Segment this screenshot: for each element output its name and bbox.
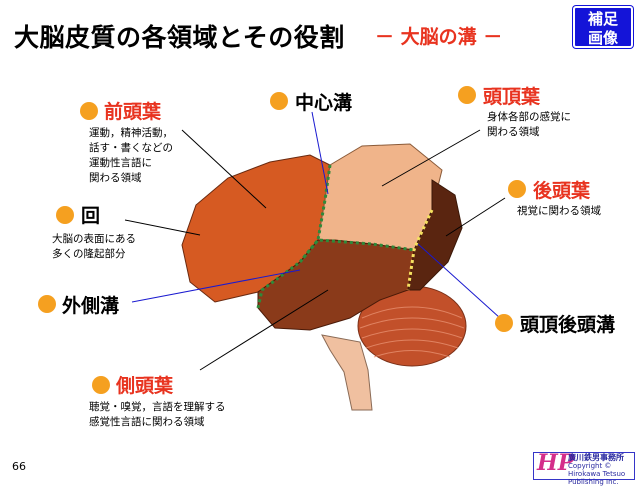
- bullet-icon: [270, 92, 288, 110]
- page-number: 66: [12, 460, 26, 473]
- supplementary-image-badge[interactable]: 補足 画像: [573, 6, 633, 48]
- lateral-sulcus-line: [256, 238, 415, 309]
- bullet-icon: [80, 102, 98, 120]
- central-sulcus-label: 中心溝: [295, 92, 353, 114]
- logo-text: 廣川鉄男事務所 Copyright © Hirokawa Tetsuo Publ…: [568, 453, 626, 486]
- temporal-lobe-label: 側頭葉: [116, 375, 174, 397]
- badge-line2: 画像: [587, 29, 618, 47]
- parieto-occipital-sulcus-label: 頭頂後頭溝: [520, 314, 616, 336]
- lateral-sulcus-label: 外側溝: [62, 295, 120, 317]
- gyrus-desc: 大脳の表面にある 多くの隆起部分: [52, 233, 136, 260]
- brainstem: [321, 334, 373, 411]
- bullet-icon: [495, 314, 513, 332]
- page-title: 大脳皮質の各領域とその役割: [14, 23, 345, 52]
- temporal-lobe-desc: 聴覚・嗅覚，言語を理解する 感覚性言語に関わる領域: [89, 401, 226, 428]
- parieto-occipital-sulcus-line: [406, 209, 434, 291]
- bullet-icon: [56, 206, 74, 224]
- frontal-lobe-label: 前頭葉: [104, 101, 162, 123]
- bullet-icon: [92, 376, 110, 394]
- logo-mark: HP: [537, 450, 575, 476]
- bullet-icon: [38, 295, 56, 313]
- parietal-lobe-desc: 身体各部の感覚に 関わる領域: [487, 111, 571, 138]
- page-subtitle: － 大脳の溝 －: [375, 26, 503, 48]
- frontal-lobe-desc: 運動，精神活動， 話す・書くなどの 運動性言語に 関わる領域: [89, 127, 173, 184]
- bullet-icon: [458, 86, 476, 104]
- occipital-lobe-label: 後頭葉: [533, 180, 591, 202]
- badge-line1: 補足: [587, 10, 618, 28]
- parietal-lobe-label: 頭頂葉: [483, 86, 541, 108]
- bullet-icon: [508, 180, 526, 198]
- occipital-lobe-desc: 視覚に関わる領域: [517, 205, 601, 217]
- gyrus-label: 回: [81, 205, 101, 227]
